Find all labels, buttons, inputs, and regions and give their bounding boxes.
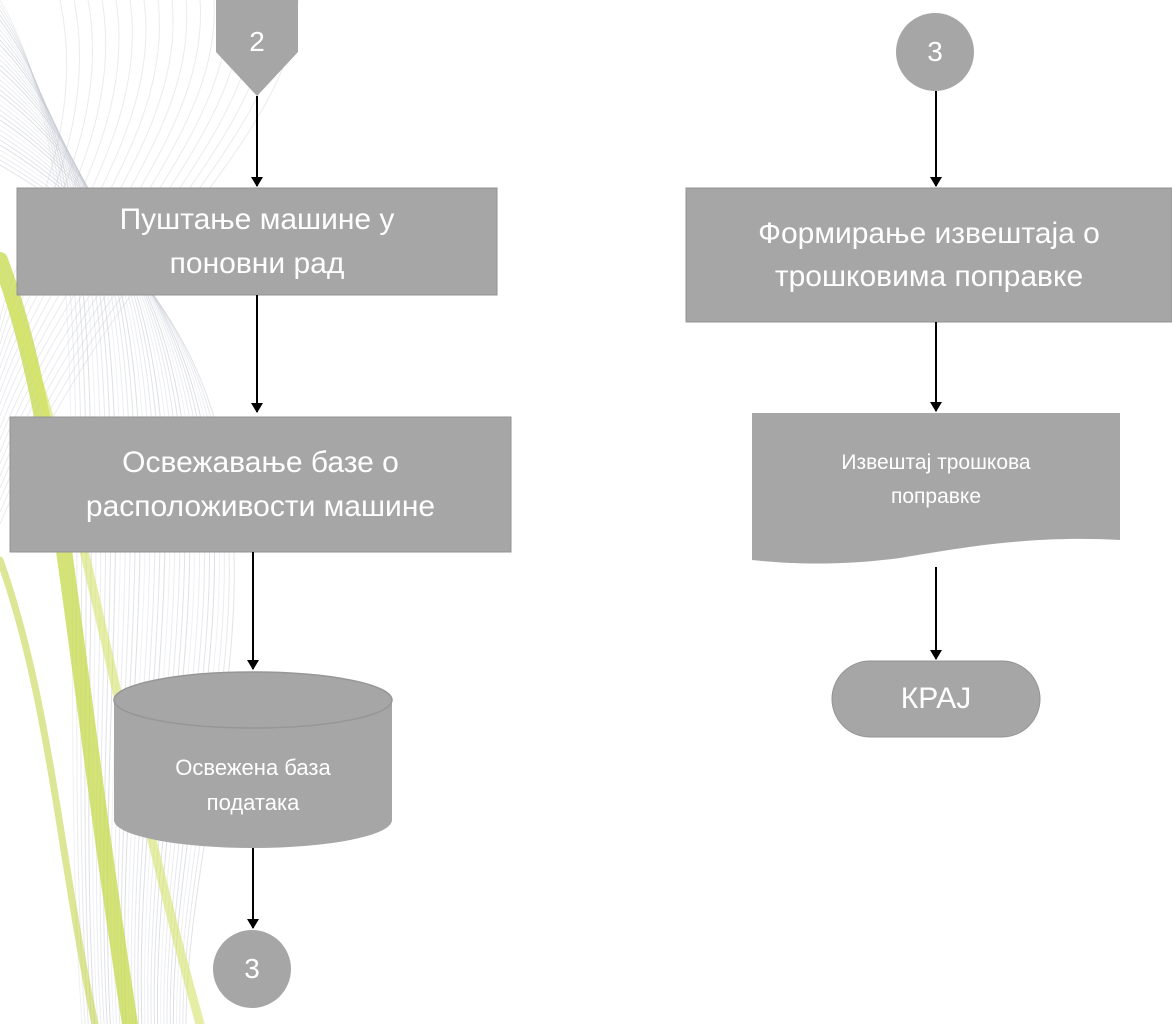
process-box-refresh-database [9,416,512,553]
connector-circle-3-left [213,930,291,1008]
background-green-swoosh [0,252,205,1024]
database-cylinder-top [113,671,393,729]
process-label-create-report: Формирање извештаја о трошковима поправк… [758,216,1100,294]
off-page-connector-2 [216,0,298,96]
document-label: Извештај трошкова поправке [841,451,1031,508]
process-label-restart-machine: Пуштање машине у поновни рад [119,203,395,280]
terminator-end [831,660,1041,738]
terminator-label-end: КРАЈ [900,682,972,716]
connector-label-2: 2 [249,26,265,57]
process-box-create-report [685,187,1172,323]
connector-label-3-left: 3 [244,953,260,984]
process-box-restart-machine [16,187,498,296]
connector-label-3-right: 3 [927,36,943,67]
database-label: Освежена база података [175,754,331,815]
connector-circle-3-right [896,13,974,91]
document-shape [752,413,1120,564]
process-label-refresh-database: Освежавање базе о расположивости машине [85,446,436,523]
